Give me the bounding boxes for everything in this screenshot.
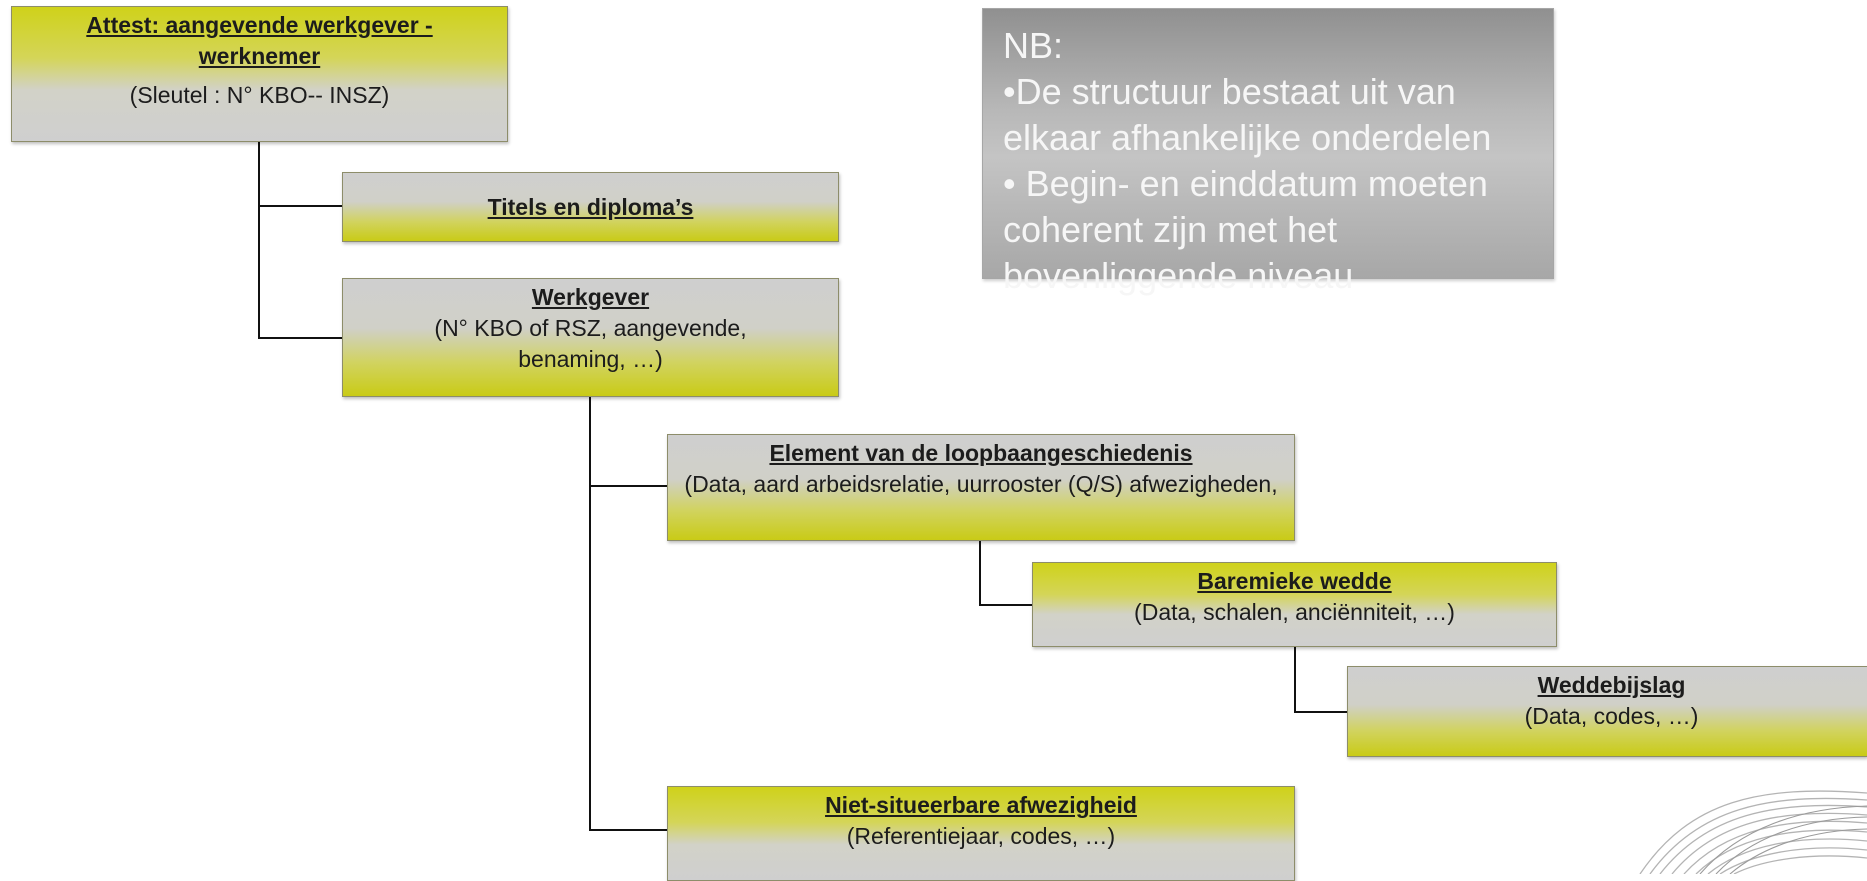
node-werkgever-description: (N° KBO of RSZ, aangevende, benaming, …) bbox=[434, 315, 747, 372]
node-werkgever-title: Werkgever bbox=[531, 284, 650, 310]
note-heading: NB: bbox=[1003, 25, 1064, 66]
node-titels-title: Titels en diploma’s bbox=[487, 193, 694, 220]
node-weddebijslag-title: Weddebijslag bbox=[1537, 672, 1686, 698]
node-baremieke-wedde: Baremieke wedde (Data, schalen, anciënni… bbox=[1032, 562, 1557, 647]
connector-werkgever-niet-situeerbaar bbox=[589, 486, 667, 831]
node-baremieke-description: (Data, schalen, anciënniteit, …) bbox=[1134, 599, 1455, 625]
note-bullet-2: • Begin- en einddatum moeten coherent zi… bbox=[1003, 163, 1488, 296]
node-attest-description: (Sleutel : N° KBO-- INSZ) bbox=[129, 82, 390, 108]
connector-baremieke-weddebijslag bbox=[1294, 647, 1348, 713]
node-niet-situeerbaar-description: (Referentiejaar, codes, …) bbox=[846, 823, 1116, 849]
node-niet-situeerbaar-title: Niet-situeerbare afwezigheid bbox=[825, 792, 1137, 818]
node-element-description: (Data, aard arbeidsrelatie, uurrooster (… bbox=[684, 471, 1278, 497]
node-attest-title: Attest: aangevende werkgever - werknemer bbox=[86, 12, 433, 69]
node-baremieke-title: Baremieke wedde bbox=[1197, 568, 1392, 594]
connector-element-baremieke bbox=[979, 540, 1032, 606]
node-element-loopbaan: Element van de loopbaangeschiedenis (Dat… bbox=[667, 434, 1295, 541]
node-titels: Titels en diploma’s bbox=[342, 172, 839, 242]
node-weddebijslag: Weddebijslag (Data, codes, …) bbox=[1347, 666, 1867, 757]
connector-attest-werkgever bbox=[258, 206, 343, 339]
node-werkgever: Werkgever (N° KBO of RSZ, aangevende, be… bbox=[342, 278, 839, 397]
node-weddebijslag-description: (Data, codes, …) bbox=[1524, 703, 1699, 729]
node-attest: Attest: aangevende werkgever - werknemer… bbox=[11, 6, 508, 142]
note-box: NB: •De structuur bestaat uit van elkaar… bbox=[982, 8, 1554, 296]
node-element-title: Element van de loopbaangeschiedenis bbox=[769, 440, 1193, 466]
note-bullet-1: •De structuur bestaat uit van elkaar afh… bbox=[1003, 71, 1492, 158]
